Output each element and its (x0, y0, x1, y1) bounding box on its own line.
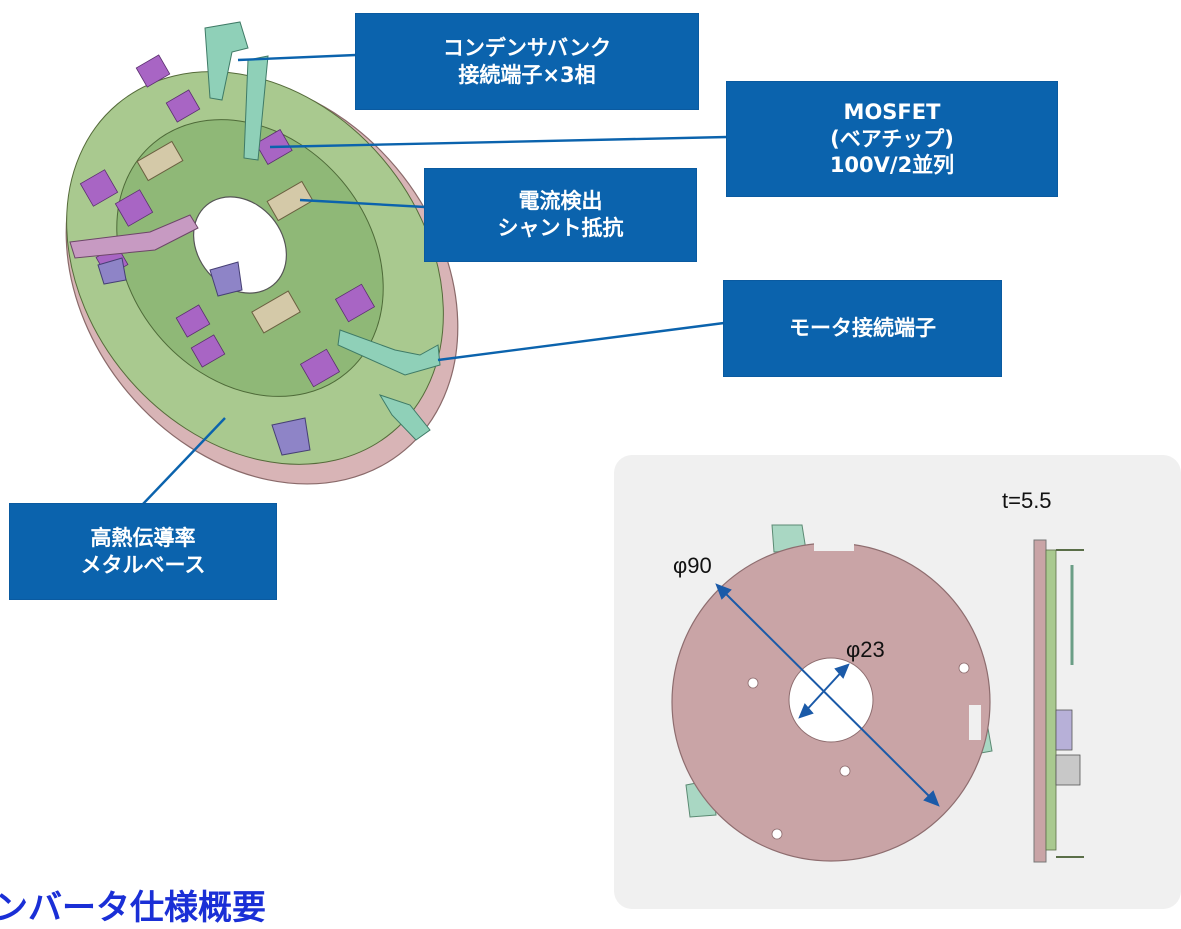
callout-mosfet-line3: 100V/2並列 (829, 153, 955, 178)
inner-diameter-label: φ23 (846, 637, 885, 662)
outer-diameter-arrow (718, 586, 937, 804)
leader-mosfet (269, 135, 728, 149)
section-title: ンバータ仕様概要 (0, 888, 266, 928)
mounting-tabs (97, 257, 311, 456)
callout-mosfet: MOSFET (ベアチップ) 100V/2並列 (727, 82, 1057, 196)
inverter-assembly-illustration (65, 21, 459, 485)
callout-motor-terminal: モータ接続端子 (724, 281, 1001, 376)
callout-shunt-line2: シャント抵抗 (497, 216, 624, 240)
leader-metal-base (142, 417, 226, 505)
leader-motor-terminal (437, 321, 725, 362)
callout-motor-terminal-line1: モータ接続端子 (789, 316, 936, 341)
shunt-resistors (136, 140, 314, 334)
callout-mosfet-line2: (ベアチップ) (830, 126, 954, 151)
mosfet-chips (79, 54, 376, 388)
disc-side-view (1033, 539, 1084, 863)
callout-capacitor-terminal-line1: コンデンサバンク (442, 35, 612, 60)
callout-metal-base-line2: メタルベース (80, 552, 206, 577)
callout-shunt: 電流検出 シャント抵抗 (425, 169, 696, 261)
busbar-terminals (204, 21, 441, 441)
dimension-drawing (671, 524, 1084, 863)
disc-center-hole (788, 657, 874, 743)
callout-mosfet-line1: MOSFET (843, 99, 941, 124)
callout-metal-base: 高熱伝導率 メタルベース (10, 504, 276, 599)
thickness-label: t=5.5 (1002, 488, 1052, 513)
callout-shunt-line1: 電流検出 (518, 189, 603, 214)
outer-diameter-label: φ90 (673, 553, 712, 578)
callout-leader-lines (142, 53, 728, 505)
callout-capacitor-terminal: コンデンサバンク 接続端子×3相 (356, 14, 698, 109)
leader-shunt (299, 198, 426, 209)
leader-capacitor-terminal (237, 53, 357, 62)
dimension-drawing-panel: φ90 φ23 t=5.5 (614, 455, 1181, 909)
callout-capacitor-terminal-line2: 接続端子×3相 (458, 62, 596, 87)
callout-metal-base-line1: 高熱伝導率 (90, 525, 196, 550)
inner-diameter-arrow (801, 666, 847, 716)
motor-terminal-strip (69, 214, 199, 259)
